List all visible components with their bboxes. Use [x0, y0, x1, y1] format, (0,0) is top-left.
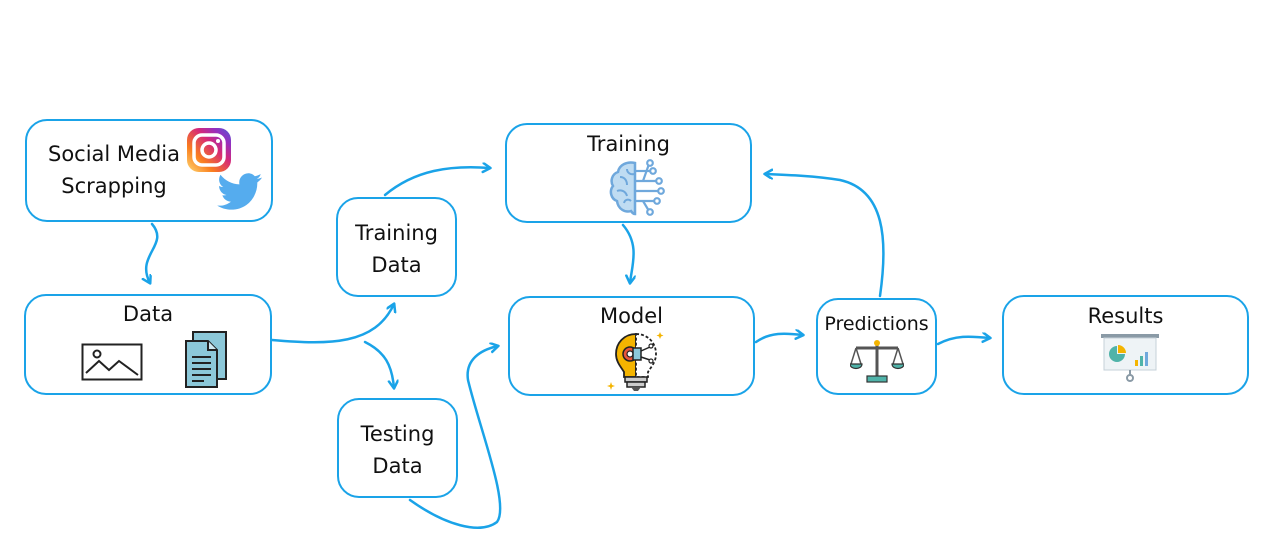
data-node: Data: [24, 294, 272, 395]
social-media-label-line2: Scrapping: [61, 174, 167, 198]
predictions-node: Predictions: [816, 298, 937, 395]
training-data-label-line1: Training: [355, 221, 438, 245]
balance-scale-icon: [850, 340, 904, 383]
training-node: Training: [505, 123, 752, 223]
results-node: Results: [1002, 295, 1249, 395]
model-label: Model: [599, 304, 664, 328]
arrow-predictions-to-training: [765, 174, 885, 298]
data-label: Data: [122, 302, 174, 326]
arrow-data-to-testing-data: [363, 340, 394, 388]
testing-data-label-line2: Data: [372, 454, 423, 478]
predictions-label: Predictions: [824, 313, 929, 335]
twitter-icon: [217, 173, 263, 210]
arrow-social-to-data: [146, 222, 159, 283]
brain-network-icon: [609, 159, 665, 216]
arrow-training-to-model: [621, 223, 634, 283]
arrow-training-data-to-training: [383, 167, 490, 197]
arrow-predictions-to-results: [936, 337, 990, 346]
arrow-data-to-training-data: [270, 304, 394, 344]
arrow-model-to-predictions: [754, 334, 803, 344]
image-icon: [81, 343, 143, 381]
testing-data-node: Testing Data: [337, 398, 458, 498]
arrow-testing-data-to-model: [408, 346, 502, 529]
testing-data-label-line1: Testing: [360, 422, 435, 446]
social-media-label-line1: Social Media: [47, 142, 180, 166]
training-data-label-line2: Data: [371, 253, 422, 277]
model-node: Model: [508, 296, 755, 396]
presentation-chart-icon: [1101, 334, 1159, 382]
training-label: Training: [587, 132, 670, 156]
lightbulb-gear-icon: [607, 332, 664, 391]
instagram-icon: [187, 128, 231, 172]
training-data-node: Training Data: [336, 197, 457, 297]
social-media-node: Social Media Scrapping: [25, 119, 273, 222]
results-label: Results: [1087, 304, 1164, 328]
document-icon: [185, 331, 227, 388]
